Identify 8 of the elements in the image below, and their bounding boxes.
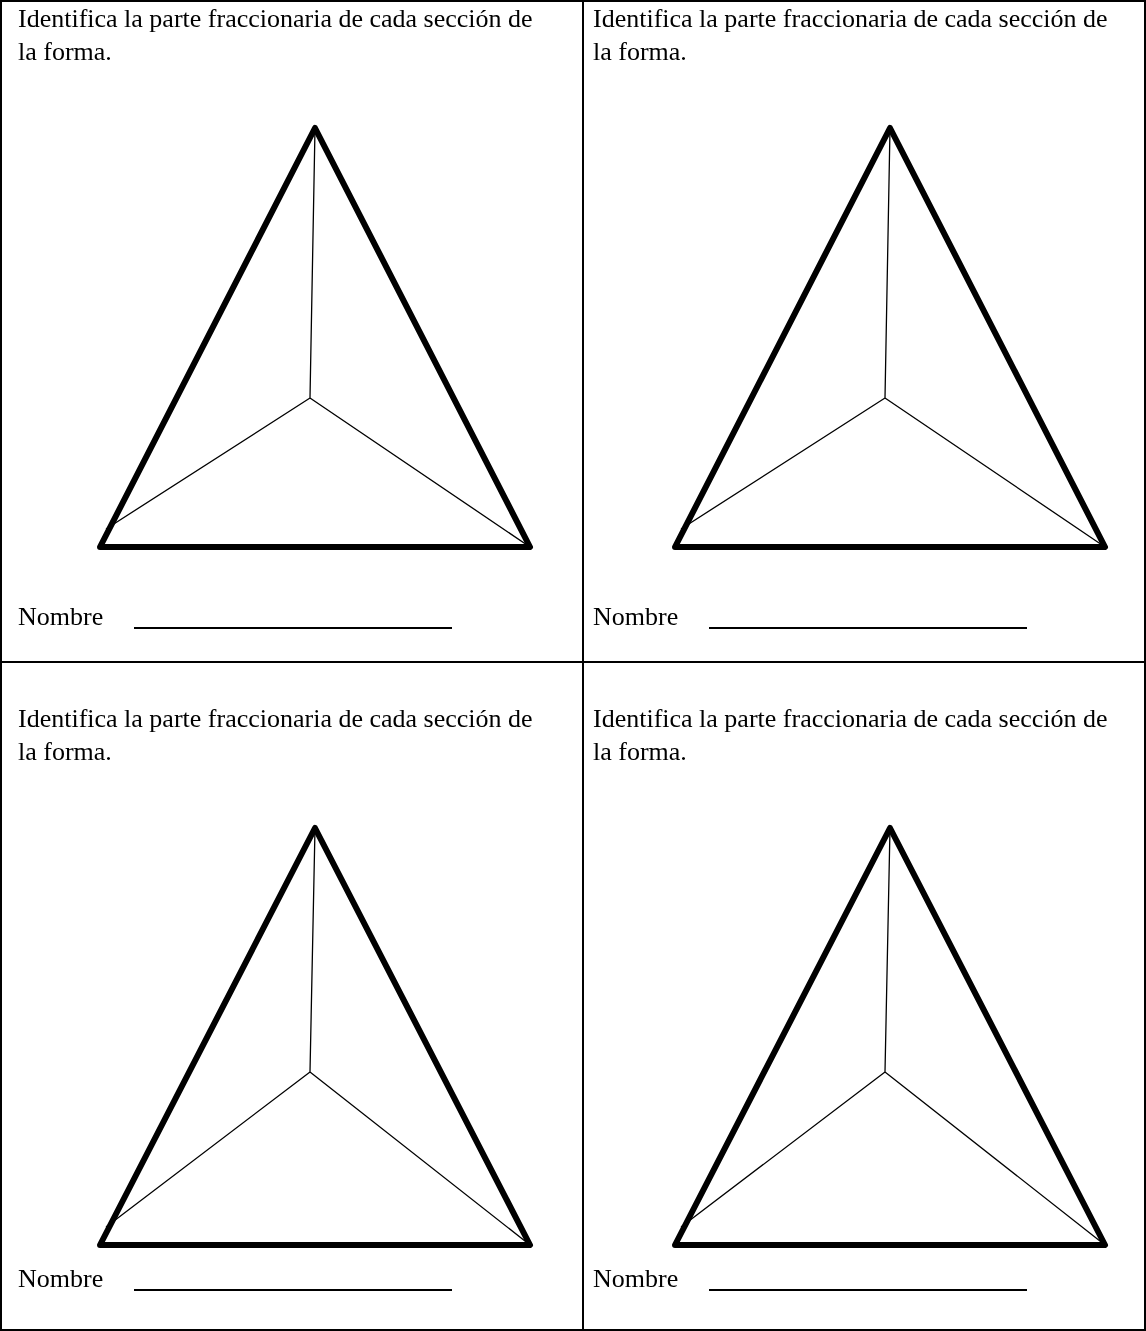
name-label: Nombre (18, 601, 104, 633)
name-label: Nombre (593, 1263, 679, 1295)
instruction-text: Identifica la parte fraccionaria de cada sección de la forma. (18, 3, 534, 68)
name-label: Nombre (593, 601, 679, 633)
name-label: Nombre (18, 1263, 104, 1295)
instruction-text: Identifica la parte fraccionaria de cada sección de la forma. (593, 703, 1109, 768)
instruction-text: Identifica la parte fraccionaria de cada sección de la forma. (18, 703, 534, 768)
instruction-text: Identifica la parte fraccionaria de cada sección de la forma. (593, 3, 1109, 68)
